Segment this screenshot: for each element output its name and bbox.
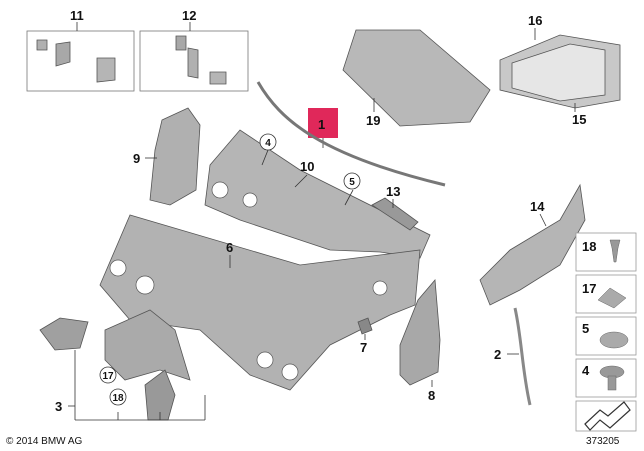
bracket-3: [68, 350, 206, 421]
label-2: 2: [494, 347, 501, 362]
seal-strip: [256, 81, 446, 187]
inset-box-12: [139, 22, 249, 92]
label-3: 3: [55, 399, 62, 414]
legend-label-18: 18: [582, 239, 596, 254]
part-19-mat: [342, 29, 491, 127]
legend-label-17: 17: [582, 281, 596, 296]
label-13: 13: [386, 184, 400, 199]
inset-box-11: [26, 22, 135, 92]
part-13: [371, 197, 419, 231]
label-19: 19: [366, 113, 380, 128]
part-2-rod: [513, 307, 532, 406]
legend-label-5: 5: [582, 321, 589, 336]
part-7: [357, 317, 373, 335]
label-18-circled: 18: [112, 393, 124, 404]
label-11: 11: [70, 8, 84, 23]
legend-label-4: 4: [582, 363, 590, 378]
label-14: 14: [530, 199, 545, 214]
label-1: 1: [318, 117, 325, 132]
part-3a: [39, 317, 89, 351]
highlight-box-1: [308, 108, 338, 138]
part-8: [399, 279, 441, 386]
label-15: 15: [572, 112, 586, 127]
label-17-circled: 17: [102, 371, 114, 382]
part-14: [479, 183, 586, 306]
label-10: 10: [300, 159, 314, 174]
fastener-legend: 18 17 5 4: [575, 232, 637, 432]
part-3c: [144, 369, 176, 421]
label-7: 7: [360, 340, 367, 355]
part-6-firewall-lower: [99, 214, 421, 391]
label-9: 9: [133, 151, 140, 166]
label-6: 6: [226, 240, 233, 255]
label-12: 12: [182, 8, 196, 23]
arrow-icon: [584, 401, 631, 431]
part-3b: [104, 309, 191, 381]
label-16: 16: [528, 13, 542, 28]
part-9: [149, 107, 201, 206]
label-4-circled: 4: [265, 138, 271, 149]
copyright-text: © 2014 BMW AG: [6, 436, 83, 447]
diagram-id: 373205: [586, 436, 620, 447]
label-5-circled: 5: [349, 177, 355, 188]
label-8: 8: [428, 388, 435, 403]
